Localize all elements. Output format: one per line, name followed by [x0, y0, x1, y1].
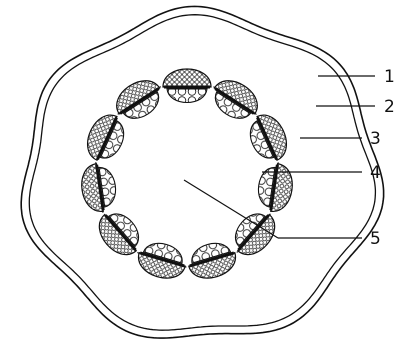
vascular-bundle	[243, 109, 293, 167]
xylem	[167, 89, 207, 103]
vascular-bundle	[163, 69, 211, 103]
label-5: 5	[370, 229, 381, 249]
vascular-bundles	[79, 69, 296, 283]
label-1: 1	[384, 67, 395, 87]
vascular-bundle	[79, 162, 119, 214]
vascular-bundle	[206, 73, 264, 127]
label-3: 3	[370, 129, 381, 149]
label-2: 2	[384, 97, 395, 117]
vascular-bundle	[109, 73, 167, 127]
vascular-bundle	[255, 162, 295, 214]
vascular-bundle	[81, 109, 131, 167]
label-4: 4	[370, 163, 381, 183]
vascular-bundle	[134, 238, 190, 284]
phloem	[163, 69, 211, 87]
vascular-bundle	[184, 238, 240, 284]
